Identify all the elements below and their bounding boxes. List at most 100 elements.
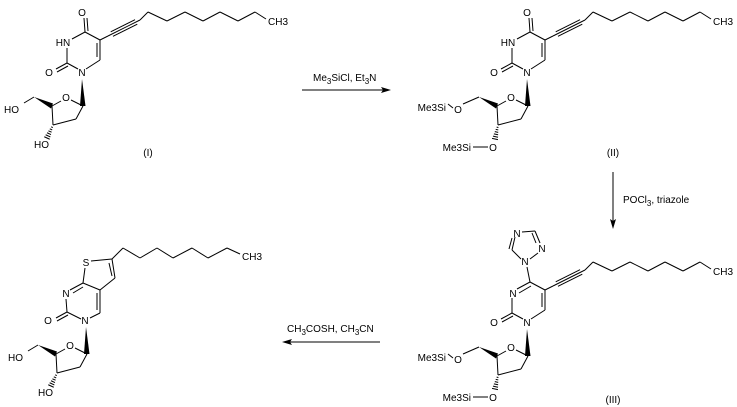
bond (99, 277, 116, 291)
bond (66, 311, 82, 320)
reagent-step2: POCl3, triazole (623, 195, 690, 208)
hashed-bond (492, 135, 499, 138)
atom-label-me3si: Me3Si (418, 103, 446, 114)
atom-label-o: O (454, 355, 462, 366)
bond (500, 62, 513, 70)
atom-label-n: N (78, 68, 85, 79)
bond (529, 252, 539, 260)
bond (664, 261, 684, 272)
bond (65, 298, 68, 313)
atom-label-o: O (489, 393, 497, 404)
bond (107, 19, 141, 37)
bond (531, 232, 537, 244)
bond (520, 355, 529, 370)
hashed-bond (50, 126, 54, 129)
reagent-step3: CH3COSH, CH3CN (287, 324, 374, 337)
bond (111, 258, 116, 279)
hashed-bond (48, 384, 54, 388)
reagent-step1: Me3SiCl, Et3N (313, 73, 376, 86)
bond (219, 11, 239, 22)
bond (27, 344, 39, 352)
atom-label-n: N (523, 318, 530, 329)
bond (500, 312, 513, 320)
hashed-bond (493, 133, 499, 136)
atom-label-n: N (523, 68, 530, 79)
hashed-bond (48, 130, 52, 133)
bond (89, 312, 101, 319)
atom-label-ch3: CH3 (242, 252, 262, 263)
bond (86, 17, 89, 32)
bond (520, 105, 529, 120)
bond (191, 247, 209, 259)
bond (69, 282, 84, 291)
wedge-bond (84, 327, 90, 354)
bond (496, 350, 507, 357)
bond (508, 237, 513, 250)
bond (518, 285, 532, 294)
atom-label-ho: HO (34, 140, 49, 151)
bond (156, 247, 174, 259)
atom-label-hn: HN (56, 38, 70, 49)
atom-label-hn: HN (501, 38, 515, 49)
atom-label-ho: HO (38, 388, 53, 399)
bond (55, 348, 66, 355)
bond (112, 23, 138, 37)
bond (592, 11, 613, 22)
bond (82, 282, 101, 291)
bond (166, 11, 186, 22)
wedge-bond (34, 97, 53, 109)
atom-label-ch3: CH3 (713, 267, 733, 278)
bond (56, 314, 69, 322)
bond (496, 105, 499, 126)
compound-label-I: (I) (143, 148, 152, 159)
bond (516, 31, 531, 40)
bond (592, 261, 613, 272)
bond (511, 312, 524, 320)
bond (511, 62, 524, 70)
bond (75, 105, 84, 120)
bond (172, 247, 193, 259)
bond (111, 247, 124, 260)
bond (647, 261, 666, 272)
bond (501, 65, 514, 73)
atom-label-n: N (513, 229, 520, 240)
bond (71, 31, 86, 40)
bond (147, 11, 168, 22)
bond (552, 269, 586, 287)
hashed-bond (495, 128, 499, 131)
bond (55, 353, 58, 374)
bond (82, 267, 86, 284)
atom-label-me3si: Me3Si (443, 393, 471, 404)
bond (447, 103, 454, 109)
atom-label-ho: HO (8, 353, 23, 364)
bond (584, 11, 594, 21)
bond (237, 11, 256, 22)
bond (529, 281, 546, 291)
bond (530, 59, 546, 70)
bond (55, 311, 68, 319)
reaction-arrow-step2: POCl3, triazole (610, 172, 690, 229)
bond (682, 261, 701, 272)
bond (99, 35, 109, 41)
hashed-bond (44, 136, 50, 140)
atom-label-o: O (454, 105, 462, 116)
atom-label-ch3: CH3 (268, 17, 288, 28)
bond (254, 11, 267, 20)
bond (611, 261, 631, 272)
bond (555, 19, 581, 33)
hashed-bond (492, 385, 499, 388)
atom-label-s: S (83, 258, 90, 269)
hashed-bond (53, 376, 57, 379)
atom-label-ch3: CH3 (713, 17, 733, 28)
hashed-bond (49, 128, 53, 131)
bond (79, 353, 88, 368)
bond (534, 230, 541, 244)
bond (51, 105, 54, 126)
bond (56, 366, 81, 374)
atom-label-o: O (78, 8, 86, 19)
bond (23, 96, 35, 104)
bond (530, 309, 546, 320)
atom-label-o: O (490, 68, 498, 79)
bond (66, 62, 79, 70)
